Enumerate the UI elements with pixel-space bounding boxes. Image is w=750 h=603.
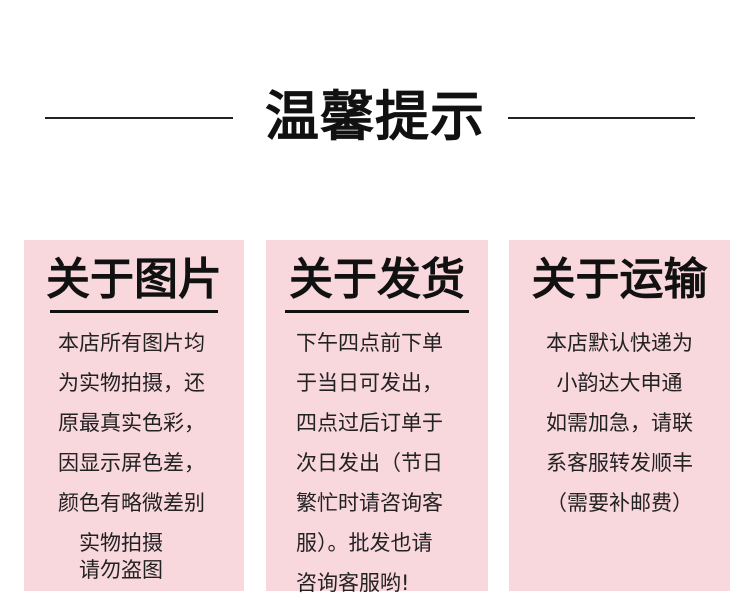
card-body: 下午四点前下单 于当日可发出， 四点过后订单于 次日发出（节日 繁忙时请咨询客 …	[266, 323, 488, 603]
page-title: 温馨提示	[265, 85, 485, 148]
card-line: 小韵达大申通	[556, 371, 683, 395]
note-line: 实物拍摄	[79, 531, 163, 555]
card-line: 次日发出（节日	[296, 451, 443, 475]
card-line: 如需加急，请联	[546, 411, 693, 435]
card-line: 本店默认快递为	[546, 331, 693, 355]
card-line: 原最真实色彩，	[58, 411, 205, 435]
card-line: 下午四点前下单	[296, 331, 443, 355]
card-line: 系客服转发顺丰	[546, 451, 693, 475]
card-line: 服）。批发也请	[296, 531, 433, 555]
card-line: 本店所有图片均	[58, 331, 205, 355]
card-title-rule	[50, 310, 218, 313]
card-body: 本店所有图片均 为实物拍摄，还 原最真实色彩， 因显示屏色差， 颜色有略微差别	[24, 323, 244, 523]
card-title: 关于运输	[531, 254, 708, 305]
card-line: 为实物拍摄，还	[58, 371, 205, 395]
card-line: 因显示屏色差，	[58, 451, 205, 475]
card-line: 颜色有略微差别	[58, 491, 205, 515]
note-line: 请勿盗图	[79, 558, 163, 582]
card-body: 本店默认快递为 小韵达大申通 如需加急，请联 系客服转发顺丰 （需要补邮费）	[509, 323, 730, 523]
card-line: 四点过后订单于	[296, 411, 443, 435]
card-about-images: 关于图片 本店所有图片均 为实物拍摄，还 原最真实色彩， 因显示屏色差， 颜色有…	[24, 240, 244, 591]
card-about-shipping: 关于发货 下午四点前下单 于当日可发出， 四点过后订单于 次日发出（节日 繁忙时…	[266, 240, 488, 595]
card-line: （需要补邮费）	[546, 491, 693, 515]
card-title: 关于发货	[289, 254, 465, 305]
card-line: 繁忙时请咨询客	[296, 491, 443, 515]
card-note: 实物拍摄 请勿盗图	[79, 530, 229, 584]
title-right-rule	[508, 117, 695, 119]
card-title: 关于图片	[46, 254, 222, 305]
card-title-rule	[285, 310, 469, 313]
title-left-rule	[45, 117, 233, 119]
card-about-transport: 关于运输 本店默认快递为 小韵达大申通 如需加急，请联 系客服转发顺丰 （需要补…	[509, 240, 730, 591]
card-line: 咨询客服哟!	[296, 571, 410, 595]
card-line: 于当日可发出，	[296, 371, 443, 395]
header: 温馨提示	[0, 0, 750, 200]
